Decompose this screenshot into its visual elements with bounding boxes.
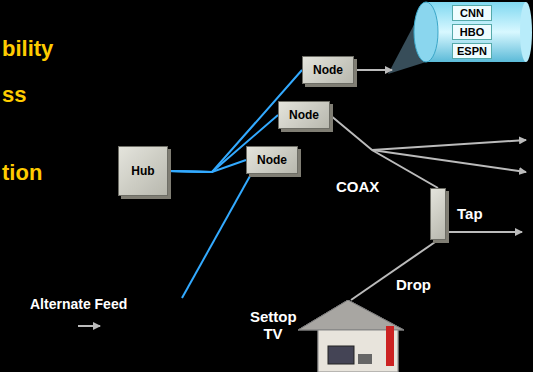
node-label: Hub bbox=[131, 164, 154, 178]
node-label: Settop TV bbox=[250, 308, 296, 342]
channel-box: ESPN bbox=[452, 43, 492, 59]
channel-box: HBO bbox=[452, 24, 492, 40]
cylinder-end bbox=[520, 2, 532, 62]
node-label: Tap bbox=[457, 205, 483, 222]
coax-branch bbox=[372, 150, 526, 172]
tap-box: Tap bbox=[430, 188, 446, 240]
coax-link bbox=[351, 240, 438, 300]
node-box: Node bbox=[246, 146, 298, 174]
house-icon bbox=[298, 300, 404, 372]
alternate-feed-line bbox=[182, 176, 250, 298]
link-label: Drop bbox=[394, 276, 433, 293]
cut-heading: ss bbox=[2, 82, 26, 108]
house-roof bbox=[298, 300, 404, 372]
link-label: COAX bbox=[334, 178, 381, 195]
wall-box bbox=[386, 326, 394, 366]
node-label: Node bbox=[313, 63, 343, 77]
signal-arrow bbox=[354, 69, 392, 71]
tv-set bbox=[328, 346, 354, 364]
house-roof bbox=[298, 300, 404, 330]
cylinder-end bbox=[414, 2, 438, 62]
cut-heading: tion bbox=[2, 160, 42, 186]
feed-arrow bbox=[78, 325, 100, 327]
node-box: Node bbox=[278, 101, 330, 129]
fiber-link bbox=[168, 160, 246, 172]
node-label: HBO bbox=[460, 26, 484, 38]
cable-cylinder bbox=[426, 2, 526, 62]
settop-box bbox=[358, 354, 372, 364]
coax-branch bbox=[446, 231, 522, 233]
node-label: Node bbox=[289, 108, 319, 122]
node-label: CNN bbox=[460, 7, 484, 19]
coax-branch bbox=[372, 140, 526, 150]
cut-heading: bility bbox=[2, 36, 53, 62]
node-label: Node bbox=[257, 153, 287, 167]
channel-box: CNN bbox=[452, 5, 492, 21]
node-box: Node bbox=[302, 56, 354, 84]
hub-box: Hub bbox=[118, 146, 168, 196]
house: Settop TV bbox=[298, 300, 404, 372]
node-label: ESPN bbox=[457, 45, 487, 57]
feed-label: Alternate Feed bbox=[30, 296, 127, 312]
